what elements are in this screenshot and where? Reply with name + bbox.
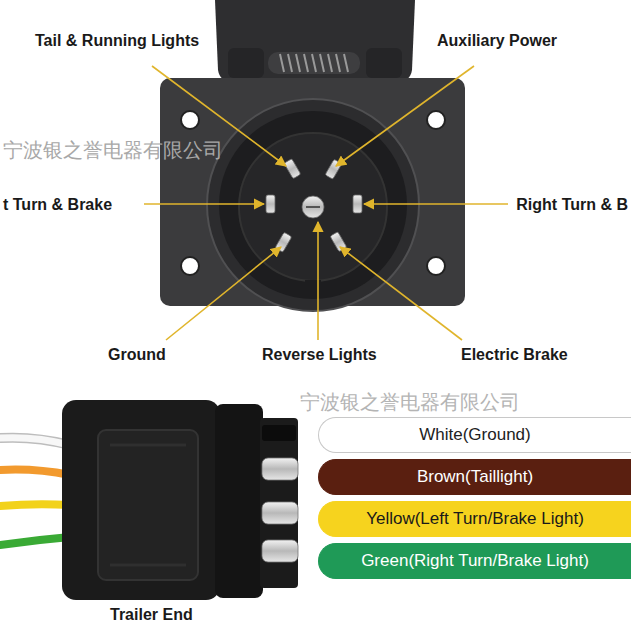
leader-arrows-part [364, 203, 508, 205]
pin-label: Tail & Running Lights [35, 31, 199, 50]
trailer-plug-part [98, 430, 198, 580]
trailer-plug-part [262, 502, 298, 524]
leader-arrows-part [336, 66, 474, 166]
leader-arrows-part [144, 203, 264, 205]
trailer-plug-part [262, 540, 298, 562]
pin-label: Ground [108, 345, 166, 364]
trailer-wires-part [0, 438, 70, 445]
wire-color-label: Green(Right Turn/Brake Light) [361, 551, 589, 571]
socket-pins-part [353, 195, 362, 213]
socket-pins-part [284, 159, 301, 179]
pin-label: t Turn & Brake [3, 195, 112, 214]
socket-plate [160, 78, 465, 311]
pin-label: Auxiliary Power [437, 31, 557, 50]
socket-plate-part [239, 133, 387, 281]
pin-label: Reverse Lights [262, 345, 377, 364]
socket-lid-part [228, 48, 264, 78]
socket-pins-part [330, 232, 347, 252]
pin-label: Right Turn & B [516, 195, 628, 214]
socket-plate-part [160, 78, 465, 306]
trailer-plug-part [62, 400, 220, 600]
watermark: 宁波银之誉电器有限公司 [3, 138, 223, 162]
trailer-wires-part [0, 504, 70, 506]
wire-color-band: Brown(Taillight) [318, 459, 631, 495]
part-label: Trailer End [110, 605, 193, 624]
wire-color-band: Yellow(Left Turn/Brake Light) [318, 501, 631, 537]
socket-pins-part [306, 206, 320, 208]
socket-pins-part [302, 196, 324, 218]
socket-plate-part [219, 111, 407, 299]
trailer-plug-part [215, 404, 263, 598]
wire-color-label: White(Ground) [419, 425, 530, 445]
socket-lid-part [268, 52, 360, 74]
socket-pins-part [266, 195, 275, 213]
leader-arrows [144, 66, 508, 340]
leader-arrows-part [166, 247, 281, 340]
socket-pins [266, 159, 362, 253]
trailer-wires [0, 438, 70, 545]
socket-lid-part [280, 54, 348, 72]
trailer-wires-part [0, 438, 70, 445]
wire-color-band: White(Ground) [318, 417, 631, 453]
socket-lid-part [366, 48, 402, 78]
wire-color-label: Yellow(Left Turn/Brake Light) [366, 509, 584, 529]
trailer-plug-part [260, 418, 298, 588]
trailer-wires-part [0, 537, 70, 545]
socket-plate-part [427, 257, 445, 275]
socket-plate-part [181, 257, 199, 275]
socket-plate-part [181, 111, 199, 129]
wire-color-label: Brown(Taillight) [417, 467, 533, 487]
trailer-plug-part [110, 445, 186, 565]
socket-plate-part [427, 111, 445, 129]
trailer-plug-part [262, 458, 298, 480]
pin-label: Electric Brake [461, 345, 568, 364]
wire-color-band: Green(Right Turn/Brake Light) [318, 543, 631, 579]
trailer-plug [62, 400, 298, 600]
watermark: 宁波银之誉电器有限公司 [300, 390, 520, 414]
trailer-plug-part [262, 425, 296, 441]
leader-arrows-part [340, 247, 462, 340]
trailer-wires-part [0, 470, 70, 475]
socket-lid [215, 0, 415, 82]
socket-lid-part [215, 0, 415, 82]
leader-arrows-part [317, 222, 319, 340]
socket-pins-part [325, 159, 342, 179]
